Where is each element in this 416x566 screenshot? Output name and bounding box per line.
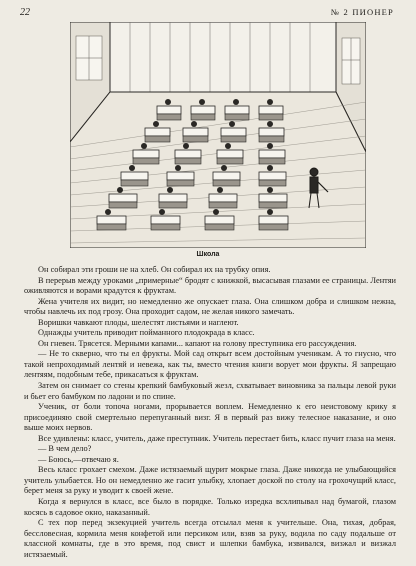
page-header: 22 № 2 ПИОНЕР <box>0 0 416 22</box>
desk-with-pupil <box>174 143 202 165</box>
article-paragraph: Жена учителя их видит, но немедленно же … <box>24 296 396 317</box>
desk-with-pupil <box>150 209 181 231</box>
page-number: 22 <box>20 7 30 18</box>
desk-with-pupil <box>120 165 149 187</box>
classroom-illustration <box>70 22 366 248</box>
article-paragraph: Он собирал эти гроши не на хлеб. Он соби… <box>38 265 271 274</box>
back-wall <box>109 22 337 93</box>
desk-with-pupil <box>258 121 285 143</box>
article-paragraph: — Боюсь,—отвечаю я. <box>38 454 119 464</box>
desk-with-pupil <box>224 99 250 121</box>
desk-with-pupil <box>96 209 127 231</box>
desk-with-pupil <box>258 209 289 231</box>
desk-with-pupil <box>182 121 209 143</box>
desk-with-pupil <box>190 99 216 121</box>
right-window <box>341 37 361 85</box>
desk-with-pupil <box>132 143 160 165</box>
desk-with-pupil <box>220 121 247 143</box>
article-paragraph: Ученик, от боли топоча ногами, прорывает… <box>24 402 396 433</box>
article-paragraph: Все удивлены: класс, учитель, даже прест… <box>38 433 396 443</box>
article-paragraph: Он гневен. Трясется. Мерными капами... к… <box>38 338 357 348</box>
teacher-figure <box>308 167 329 209</box>
desk-with-pupil <box>108 187 138 209</box>
floor <box>70 91 366 248</box>
article-paragraph: Воришки чавкают плоды, шелестят листьями… <box>38 317 239 327</box>
classroom-drawing <box>70 22 366 248</box>
desk-with-pupil <box>156 99 182 121</box>
desk-with-pupil <box>216 143 244 165</box>
article-paragraph: Когда я вернулся в класс, все было в пор… <box>24 497 396 517</box>
article-text: Он собирал эти гроши не на хлеб. Он соби… <box>24 265 396 565</box>
desk-with-pupil <box>258 187 288 209</box>
article-paragraph: Затем он снимает со стены крепкий бамбук… <box>24 381 396 401</box>
article-paragraph: В перерыв между уроками „примерные“ брод… <box>24 275 396 296</box>
desk-with-pupil <box>258 143 286 165</box>
desk-with-pupil <box>204 209 235 231</box>
desk-with-pupil <box>166 165 195 187</box>
article-paragraph: Весь класс грохает смехом. Даже истязаем… <box>24 465 396 496</box>
desk-with-pupil <box>212 165 241 187</box>
article-paragraph: С тех пор перед экзекуцией учитель всегд… <box>24 518 396 559</box>
desk-with-pupil <box>258 99 284 121</box>
desk-with-pupil <box>208 187 238 209</box>
left-window <box>75 35 103 81</box>
desk-with-pupil <box>158 187 188 209</box>
desk-rows <box>96 99 289 231</box>
article-paragraph: — В чем дело? <box>38 444 92 454</box>
desk-with-pupil <box>258 165 287 187</box>
wall-planks <box>129 22 311 92</box>
illustration-caption: Школа <box>196 251 220 258</box>
magazine-title: № 2 ПИОНЕР <box>330 7 394 17</box>
article-paragraph: — Не то скверно, что ты ел фрукты. Мой с… <box>24 349 396 380</box>
desk-with-pupil <box>144 121 171 143</box>
article-paragraph: Однажды учитель приводит пойманного плод… <box>38 328 255 338</box>
